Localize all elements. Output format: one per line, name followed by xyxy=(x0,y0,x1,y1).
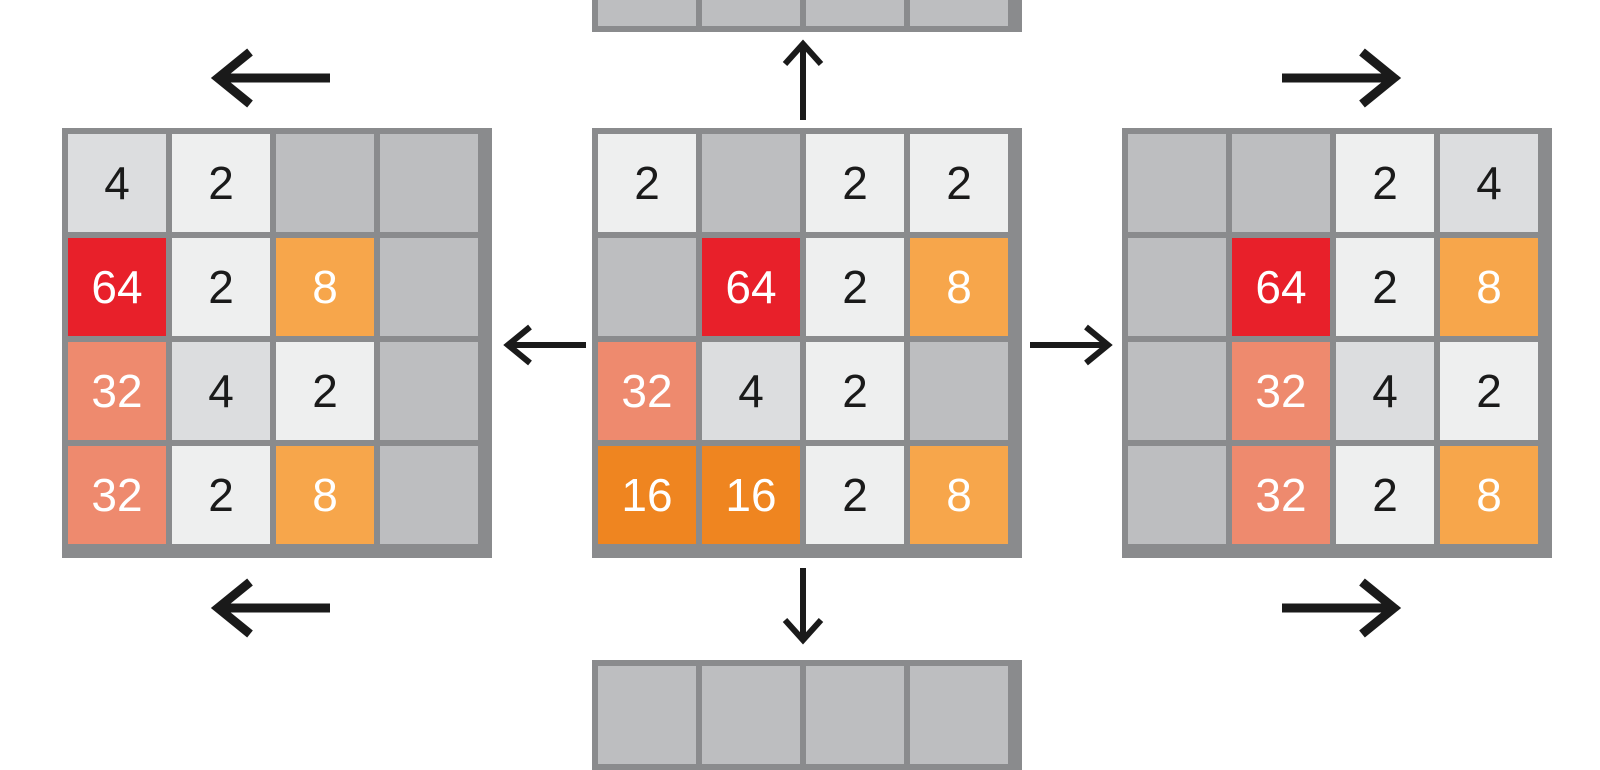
right-result-bottom-arrow-icon xyxy=(1282,578,1402,638)
tile-4: 4 xyxy=(1440,134,1538,232)
tile-2: 2 xyxy=(1336,238,1434,336)
tile-8: 8 xyxy=(276,238,374,336)
empty-cell xyxy=(276,134,374,232)
tile-2: 2 xyxy=(806,446,904,544)
tile-2: 2 xyxy=(910,134,1008,232)
tile-8: 8 xyxy=(910,446,1008,544)
tile-4: 4 xyxy=(1336,342,1434,440)
tile-2: 2 xyxy=(598,134,696,232)
move-right-arrow-icon xyxy=(1030,324,1113,366)
empty-cell xyxy=(380,342,478,440)
tile-32: 32 xyxy=(598,342,696,440)
tile-4: 4 xyxy=(172,342,270,440)
tile-8: 8 xyxy=(1440,238,1538,336)
tile-2: 2 xyxy=(276,342,374,440)
tile-2: 2 xyxy=(806,238,904,336)
right-result-top-arrow-icon xyxy=(1282,48,1402,108)
tile-2: 2 xyxy=(1336,134,1434,232)
empty-cell xyxy=(1128,446,1226,544)
empty-cell xyxy=(598,0,696,26)
left-result-bottom-arrow-icon xyxy=(210,578,330,638)
empty-cell xyxy=(380,446,478,544)
tile-8: 8 xyxy=(1440,446,1538,544)
tile-32: 32 xyxy=(1232,446,1330,544)
tile-4: 4 xyxy=(68,134,166,232)
tile-2: 2 xyxy=(172,446,270,544)
tile-2: 2 xyxy=(806,342,904,440)
board-down-result-partial xyxy=(592,660,1022,770)
tile-2: 2 xyxy=(1336,446,1434,544)
tile-2: 2 xyxy=(172,134,270,232)
empty-cell xyxy=(702,134,800,232)
tile-16: 16 xyxy=(598,446,696,544)
tile-32: 32 xyxy=(1232,342,1330,440)
empty-cell xyxy=(910,342,1008,440)
empty-cell xyxy=(806,0,904,26)
tile-8: 8 xyxy=(276,446,374,544)
board-up-result-partial xyxy=(592,0,1022,32)
tile-64: 64 xyxy=(702,238,800,336)
empty-cell xyxy=(702,0,800,26)
tile-2: 2 xyxy=(172,238,270,336)
empty-cell xyxy=(702,666,800,764)
empty-cell xyxy=(910,666,1008,764)
empty-cell xyxy=(598,238,696,336)
move-left-arrow-icon xyxy=(503,324,586,366)
tile-4: 4 xyxy=(702,342,800,440)
left-result-top-arrow-icon xyxy=(210,48,330,108)
empty-cell xyxy=(1128,134,1226,232)
tile-32: 32 xyxy=(68,446,166,544)
tile-8: 8 xyxy=(910,238,1008,336)
move-down-arrow-icon xyxy=(782,568,824,645)
tile-64: 64 xyxy=(68,238,166,336)
empty-cell xyxy=(1128,238,1226,336)
tile-2: 2 xyxy=(806,134,904,232)
empty-cell xyxy=(598,666,696,764)
tile-2: 2 xyxy=(1440,342,1538,440)
tile-64: 64 xyxy=(1232,238,1330,336)
tile-16: 16 xyxy=(702,446,800,544)
empty-cell xyxy=(1128,342,1226,440)
move-up-arrow-icon xyxy=(782,39,824,120)
empty-cell xyxy=(380,238,478,336)
empty-cell xyxy=(910,0,1008,26)
tile-32: 32 xyxy=(68,342,166,440)
empty-cell xyxy=(1232,134,1330,232)
empty-cell xyxy=(380,134,478,232)
empty-cell xyxy=(806,666,904,764)
